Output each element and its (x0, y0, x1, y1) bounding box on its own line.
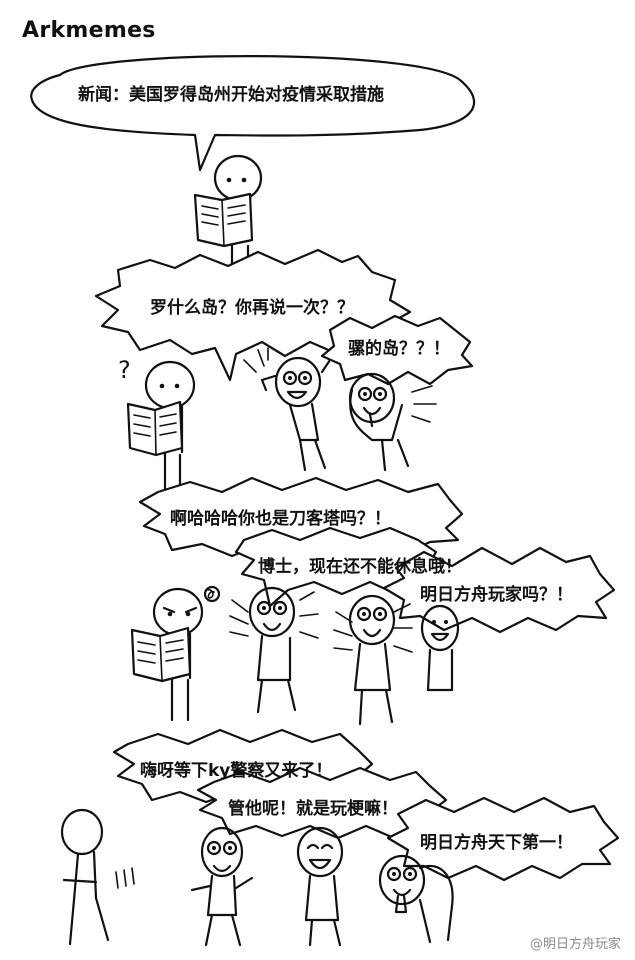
bubble-text-news: 新闻：美国罗得岛州开始对疫情采取措施 (78, 85, 384, 105)
bubble-text-cant-rest: 博士，现在还不能休息哦！ (258, 557, 462, 577)
bubble-text-arknights-player: 明日方舟玩家吗？！ (420, 585, 573, 605)
speech-bubble-oval (30, 55, 475, 172)
bubble-text-luo-island: 罗什么岛？你再说一次？？ (150, 298, 354, 318)
grinning-figure (420, 604, 460, 692)
laughing-figure-2 (348, 372, 437, 472)
shaking-figure-1 (229, 586, 319, 714)
shaking-figure-2 (333, 594, 413, 726)
dancing-figure (190, 826, 254, 947)
bubble-text-mule-island: 骡的岛？？！ (348, 339, 450, 359)
panel-2: ? (94, 248, 474, 497)
bubble-text-just-meme: 管他呢！就是玩梗嘛！ (228, 799, 398, 819)
shout-bubble-2 (320, 314, 474, 386)
bubble-text-ky-police: 嗨呀等下ky警察又来了！ (140, 761, 333, 781)
panel-4 (60, 728, 620, 947)
walking-figure (60, 808, 135, 946)
panel-3 (130, 476, 616, 726)
confused-figure: ? (118, 356, 196, 497)
bubble-text-number-one: 明日方舟天下第一！ (420, 833, 573, 853)
bubble-text-doctor: 啊哈哈哈你也是刀客塔吗？！ (170, 509, 391, 529)
laughing-figure-1 (243, 347, 332, 472)
comic-title: Arkmemes (22, 18, 156, 43)
happy-figure (296, 826, 344, 947)
shout-bubble-5 (382, 546, 616, 634)
tongue-figure (378, 854, 454, 944)
watermark: @明日方舟玩家 (529, 937, 621, 952)
shout-bubble-8 (386, 796, 620, 882)
svg-text:?: ? (118, 356, 131, 384)
annoyed-figure (130, 585, 221, 722)
